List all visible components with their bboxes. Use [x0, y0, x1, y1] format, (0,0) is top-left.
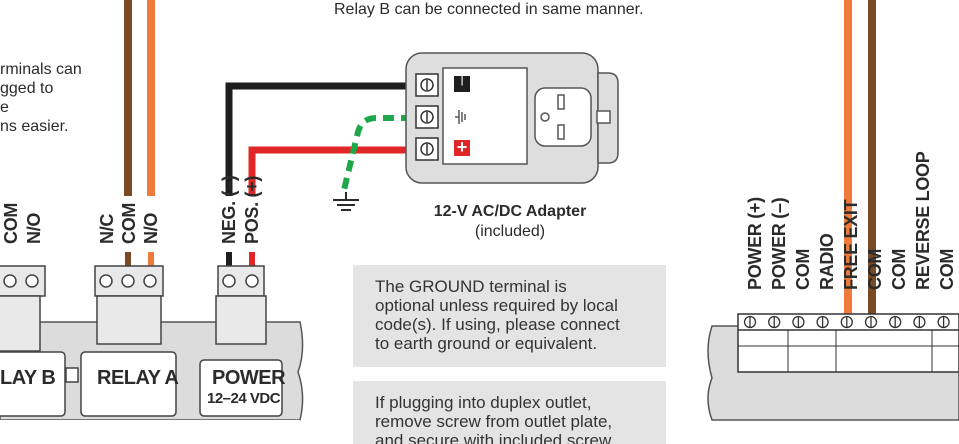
- power-neg-label: NEG. (–): [219, 175, 239, 244]
- adapter-subtitle: (included): [474, 223, 546, 240]
- power-pos-label: POS. (+): [242, 175, 262, 244]
- right-label-radio: RADIO: [817, 233, 837, 291]
- relay-b-unit-label: LAY B: [0, 367, 56, 389]
- ground-note-line: code(s). If using, please connect: [375, 315, 620, 334]
- right-com-wire: [868, 0, 876, 318]
- ground-note-line: The GROUND terminal is: [375, 277, 567, 296]
- right-label-com: COM: [889, 248, 909, 290]
- adapter-title: 12-V AC/DC Adapter: [433, 203, 587, 220]
- relay-b-terminal-block: [0, 265, 66, 417]
- relay-b-note: Relay B can be connected in same manner.: [334, 1, 644, 18]
- power-unit-label: POWER: [212, 367, 286, 389]
- relay-a-com-wire-top: [124, 0, 132, 196]
- positive-symbol: +: [456, 137, 468, 157]
- ground-icon: [333, 192, 359, 211]
- relay-a-no-label: N/O: [141, 212, 161, 244]
- ground-note-line: optional unless required by local: [375, 296, 618, 315]
- power-voltage-label: 12–24 VDC: [207, 390, 281, 407]
- right-screw-terminals: [743, 315, 950, 329]
- ground-note-box: The GROUND terminal is optional unless r…: [353, 265, 666, 367]
- left-text-line: e: [0, 99, 9, 116]
- relay-a-no-wire-top: [147, 0, 155, 196]
- relay-b-no-label: N/O: [24, 212, 44, 244]
- right-label-power-neg: POWER (–): [769, 197, 789, 290]
- free-exit-wire: [844, 0, 852, 318]
- ground-note-line: to earth ground or equivalent.: [375, 334, 598, 353]
- relay-a-unit-label: RELAY A: [97, 367, 179, 389]
- positive-wire: [248, 146, 410, 196]
- right-label-com: COM: [937, 248, 957, 290]
- relay-a-terminal-block: [65, 252, 177, 417]
- relay-a-com-label: COM: [119, 202, 139, 244]
- ground-wire: [341, 115, 412, 191]
- outlet-note-line: and secure with included screw.: [375, 431, 616, 444]
- right-label-com: COM: [793, 248, 813, 290]
- relay-a-nc-label: N/C: [97, 213, 117, 244]
- negative-wire: [225, 82, 410, 196]
- left-text-line: rminals can: [0, 61, 82, 78]
- right-label-com: COM: [865, 248, 885, 290]
- right-label-free-exit: FREE EXIT: [841, 199, 861, 290]
- left-text-line: gged to: [0, 80, 54, 97]
- left-partial-text: rminals can gged to e ns easier.: [0, 60, 82, 136]
- outlet-note-box: If plugging into duplex outlet, remove s…: [353, 381, 666, 444]
- right-label-power-pos: POWER (+): [745, 197, 765, 290]
- relay-b-com-label: COM: [1, 202, 21, 244]
- right-label-reverse-loop: REVERSE LOOP: [913, 151, 933, 290]
- power-terminal-block: [199, 252, 283, 417]
- outlet-note-line: If plugging into duplex outlet,: [375, 393, 592, 412]
- ac-dc-adapter: [405, 52, 619, 184]
- left-board-bottom-edge: [0, 420, 300, 444]
- outlet-note-line: remove screw from outlet plate,: [375, 412, 613, 431]
- negative-symbol: —: [456, 74, 468, 86]
- left-text-line: ns easier.: [0, 118, 69, 135]
